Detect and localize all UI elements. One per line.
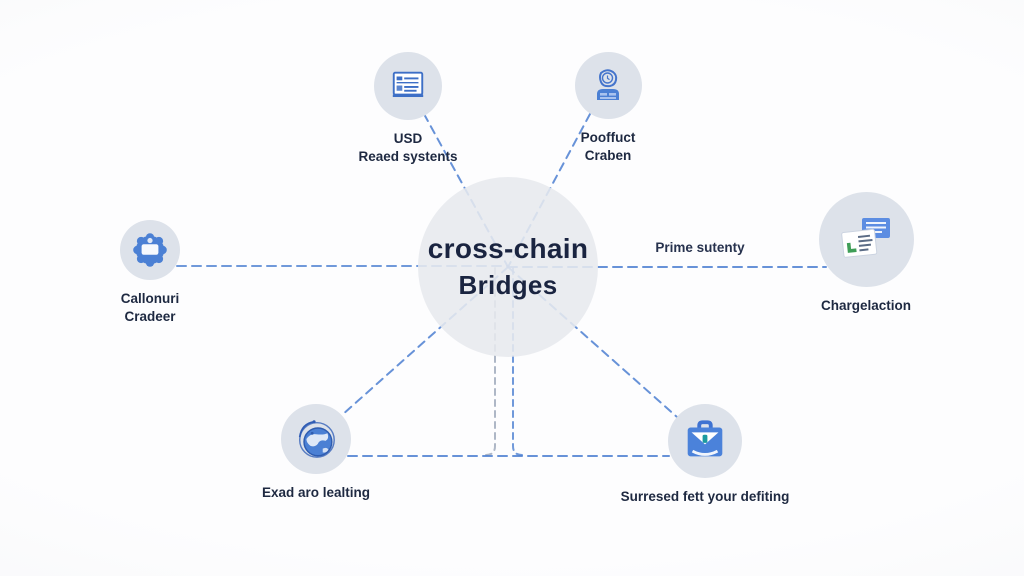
hub-title-line1: cross-chain — [427, 233, 589, 264]
edge-hub-briefcase — [507, 266, 678, 418]
node-label-exad: Exad aro lealting — [261, 485, 371, 500]
node-surresed: Surresed fett your defiting — [590, 404, 820, 506]
node-exad: Exad aro lealting — [201, 404, 431, 502]
edge-vertical-right — [512, 267, 523, 456]
node-label-surresed: Surresed fett your defiting — [620, 489, 790, 504]
node-label-callonuri: Callonuri Cradeer — [120, 291, 180, 324]
node-callonuri: Callonuri Cradeer — [35, 220, 265, 325]
node-label-chargelaction: Chargelaction — [820, 298, 912, 313]
hub-cross-chain-bridges: cross-chain Bridges — [418, 177, 598, 357]
edge-hub-globe — [341, 266, 509, 416]
hub-title-line2: Bridges — [458, 270, 558, 300]
badge-icon — [120, 220, 180, 280]
node-usd-systems: USD Reaed systents — [293, 52, 523, 165]
node-pooffuct: Pooffuct Craben — [493, 52, 723, 164]
briefcase-icon — [668, 404, 742, 478]
documents-cards-icon — [818, 192, 914, 287]
document-list-icon — [374, 52, 442, 120]
edge-label-prime-sutenty: Prime sutenty — [655, 240, 745, 255]
globe-icon — [281, 404, 351, 474]
node-chargelaction: Chargelaction — [751, 192, 981, 315]
node-label-pooffuct: Pooffuct Craben — [580, 130, 636, 163]
person-icon — [574, 52, 642, 119]
edge-vertical-left — [485, 267, 496, 456]
node-label-usd-systems: USD Reaed systents — [358, 131, 458, 164]
